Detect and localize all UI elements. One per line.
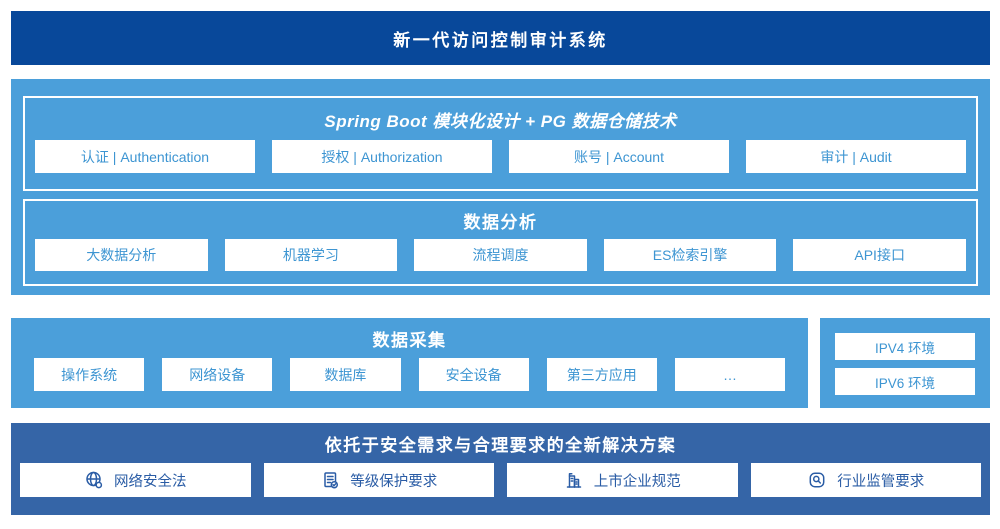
solution-label: 网络安全法: [114, 473, 187, 490]
analysis-panel: 数据分析 大数据分析 机器学习 流程调度 ES检索引擎 API接口: [23, 199, 978, 286]
module-box-authorization: 授权 | Authorization: [272, 140, 492, 173]
magnifier-badge-icon: [809, 472, 825, 488]
collection-row: 操作系统 网络设备 数据库 安全设备 第三方应用 …: [11, 358, 808, 408]
document-check-icon: [324, 472, 339, 489]
analysis-box-es: ES检索引擎: [603, 239, 777, 271]
collection-box-network: 网络设备: [162, 358, 273, 391]
module-box-authentication: 认证 | Authentication: [35, 140, 255, 173]
collection-section: 数据采集 操作系统 网络设备 数据库 安全设备 第三方应用 …: [11, 318, 808, 408]
globe-icon: [86, 471, 103, 489]
collection-box-database: 数据库: [290, 358, 401, 391]
analysis-box-bigdata: 大数据分析: [35, 239, 208, 271]
analysis-row: 大数据分析 机器学习 流程调度 ES检索引擎 API接口: [25, 239, 976, 284]
environment-panel: IPV4 环境 IPV6 环境: [820, 318, 990, 408]
env-box-ipv4: IPV4 环境: [835, 333, 975, 360]
solution-label: 上市企业规范: [593, 473, 681, 490]
collection-box-security: 安全设备: [418, 358, 529, 391]
banner-title: 新一代访问控制审计系统: [393, 30, 608, 50]
module-box-account: 账号 | Account: [509, 140, 729, 173]
solution-label: 等级保护要求: [350, 473, 438, 490]
solution-title: 依托于安全需求与合理要求的全新解决方案: [324, 435, 677, 455]
modules-panel-title: Spring Boot 模块化设计 + PG 数据仓储技术: [324, 111, 677, 131]
module-box-audit: 审计 | Audit: [746, 140, 966, 173]
solution-box-listed-company: 上市企业规范: [507, 463, 738, 497]
solution-label: 行业监管要求: [837, 473, 925, 490]
solution-box-industry-regulation: 行业监管要求: [750, 463, 981, 497]
collection-box-more: …: [674, 358, 786, 391]
analysis-box-workflow: 流程调度: [414, 239, 587, 271]
solution-box-cybersecurity-law: 网络安全法: [20, 463, 251, 497]
solution-section: 依托于安全需求与合理要求的全新解决方案 网络安全法 等级保护要求: [11, 423, 990, 515]
analysis-panel-title: 数据分析: [463, 212, 538, 232]
collection-box-os: 操作系统: [34, 358, 145, 391]
analysis-box-api: API接口: [793, 239, 966, 271]
banner: 新一代访问控制审计系统: [11, 11, 990, 65]
solution-box-protection-grade: 等级保护要求: [263, 463, 494, 497]
solution-row: 网络安全法 等级保护要求 上市企业规范: [11, 463, 990, 497]
building-icon: [566, 473, 581, 488]
collection-title: 数据采集: [372, 330, 447, 350]
modules-row: 认证 | Authentication 授权 | Authorization 账…: [25, 140, 976, 189]
env-box-ipv6: IPV6 环境: [835, 368, 975, 395]
platform-section: Spring Boot 模块化设计 + PG 数据仓储技术 认证 | Authe…: [11, 79, 990, 295]
collection-box-thirdparty: 第三方应用: [546, 358, 657, 391]
analysis-box-ml: 机器学习: [224, 239, 398, 271]
modules-panel: Spring Boot 模块化设计 + PG 数据仓储技术 认证 | Authe…: [23, 96, 978, 191]
